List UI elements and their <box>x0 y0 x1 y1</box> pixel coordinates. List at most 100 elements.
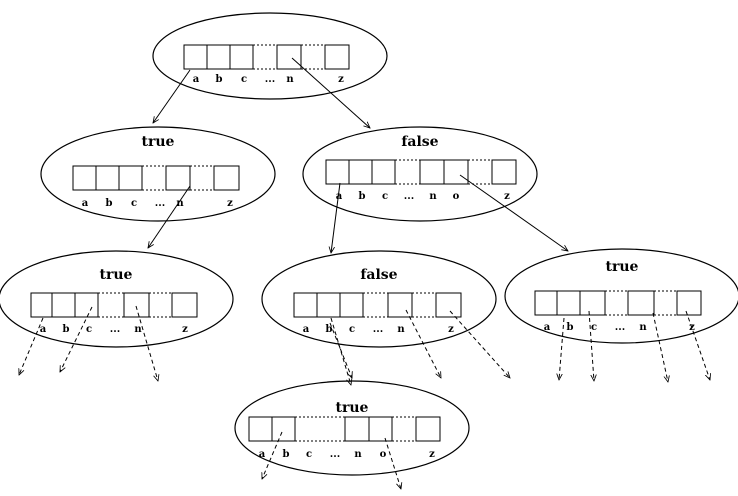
slot-letter: b <box>283 449 290 460</box>
array-slot <box>165 165 191 191</box>
slot-letter: c <box>306 449 312 460</box>
array-slot <box>118 165 143 191</box>
slot-letter: ... <box>615 322 625 333</box>
array-slot <box>325 159 350 185</box>
dangling-edge <box>559 317 565 380</box>
array-slot <box>95 165 120 191</box>
slot-letter: a <box>303 324 310 335</box>
slot-letter: c <box>131 198 137 209</box>
array-slot <box>183 44 208 70</box>
dangling-edge <box>19 317 44 375</box>
array-slot <box>556 290 581 316</box>
dangling-edge <box>60 306 93 372</box>
node-flag-label: true <box>336 400 369 416</box>
slot-letter: z <box>504 191 510 202</box>
array-slot <box>316 292 341 318</box>
node-ellipse <box>261 250 497 348</box>
slot-letter: n <box>397 324 405 335</box>
array-slot <box>419 159 445 185</box>
slot-letter: o <box>453 191 460 202</box>
slot-letter: ... <box>155 198 165 209</box>
array-slot <box>171 292 198 318</box>
array-slot <box>213 165 240 191</box>
slot-letter: n <box>639 322 647 333</box>
edges <box>148 57 568 378</box>
slot-letter: c <box>349 324 355 335</box>
slot-letter: z <box>182 324 188 335</box>
array-slot <box>51 292 76 318</box>
array-slot <box>579 290 606 316</box>
slot-letter: a <box>259 449 266 460</box>
slot-letter: n <box>134 324 142 335</box>
array-slot <box>276 44 302 70</box>
array-slot <box>72 165 97 191</box>
slot-letter: a <box>82 198 89 209</box>
array-slot <box>74 292 99 318</box>
slot-letter: ... <box>373 324 383 335</box>
slot-letter: a <box>544 322 551 333</box>
trie-node-n1: true a b c... n z <box>40 126 276 222</box>
node-ellipse <box>504 248 738 344</box>
node-flag-label: true <box>142 134 175 150</box>
array-slot <box>344 416 370 442</box>
node-flag-label: false <box>360 267 397 283</box>
dangling-edge <box>405 309 441 378</box>
node-flag-label: false <box>401 134 438 150</box>
array-slot <box>248 416 273 442</box>
slot-letter: c <box>86 324 92 335</box>
dangling-edge <box>449 310 510 378</box>
edge-n2-n5 <box>459 174 568 251</box>
array-slot <box>271 416 296 442</box>
array-slot <box>534 290 558 316</box>
edge-root-n2 <box>291 57 370 128</box>
array-slot <box>368 416 393 442</box>
dangling-edge <box>262 431 283 479</box>
array-slot <box>324 44 350 70</box>
slot-letter: b <box>216 74 223 85</box>
edge-n4-n6 <box>329 322 352 378</box>
slot-letter: c <box>591 322 597 333</box>
slot-letter: n <box>354 449 362 460</box>
slot-letter: ... <box>265 74 275 85</box>
array-slot <box>415 416 441 442</box>
slot-letter: z <box>429 449 435 460</box>
nodes: a b c... n z true a b c... n z false a b c... n o z true a b… <box>0 12 738 476</box>
node-ellipse <box>0 250 234 348</box>
slot-letter: a <box>193 74 200 85</box>
dangling-edge <box>330 317 351 385</box>
slot-letter: z <box>338 74 344 85</box>
dangling-edge <box>384 437 401 489</box>
slot-letter: ... <box>330 449 340 460</box>
edge-n2-n4 <box>331 182 341 253</box>
array-slot <box>206 44 231 70</box>
slot-letter: ... <box>110 324 120 335</box>
dangling-edge <box>652 312 668 382</box>
array-slot <box>339 292 364 318</box>
slot-letter: b <box>359 191 366 202</box>
node-ellipse <box>40 126 276 222</box>
array-slot <box>435 292 462 318</box>
array-slot <box>30 292 53 318</box>
slot-letter: b <box>326 324 333 335</box>
dangling-edge <box>588 310 594 381</box>
array-slot <box>348 159 373 185</box>
array-slot <box>627 290 655 316</box>
slot-letter: n <box>176 198 184 209</box>
dangling-edge <box>685 310 710 380</box>
edge-root-n1 <box>153 69 191 123</box>
slot-letter: n <box>429 191 437 202</box>
node-flag-label: true <box>100 267 133 283</box>
slot-letter: b <box>106 198 113 209</box>
array-slot <box>676 290 702 316</box>
array-slot <box>293 292 318 318</box>
array-slot <box>491 159 517 185</box>
node-flag-label: true <box>606 259 639 275</box>
dangling-edge <box>135 305 158 381</box>
slot-letter: z <box>227 198 233 209</box>
